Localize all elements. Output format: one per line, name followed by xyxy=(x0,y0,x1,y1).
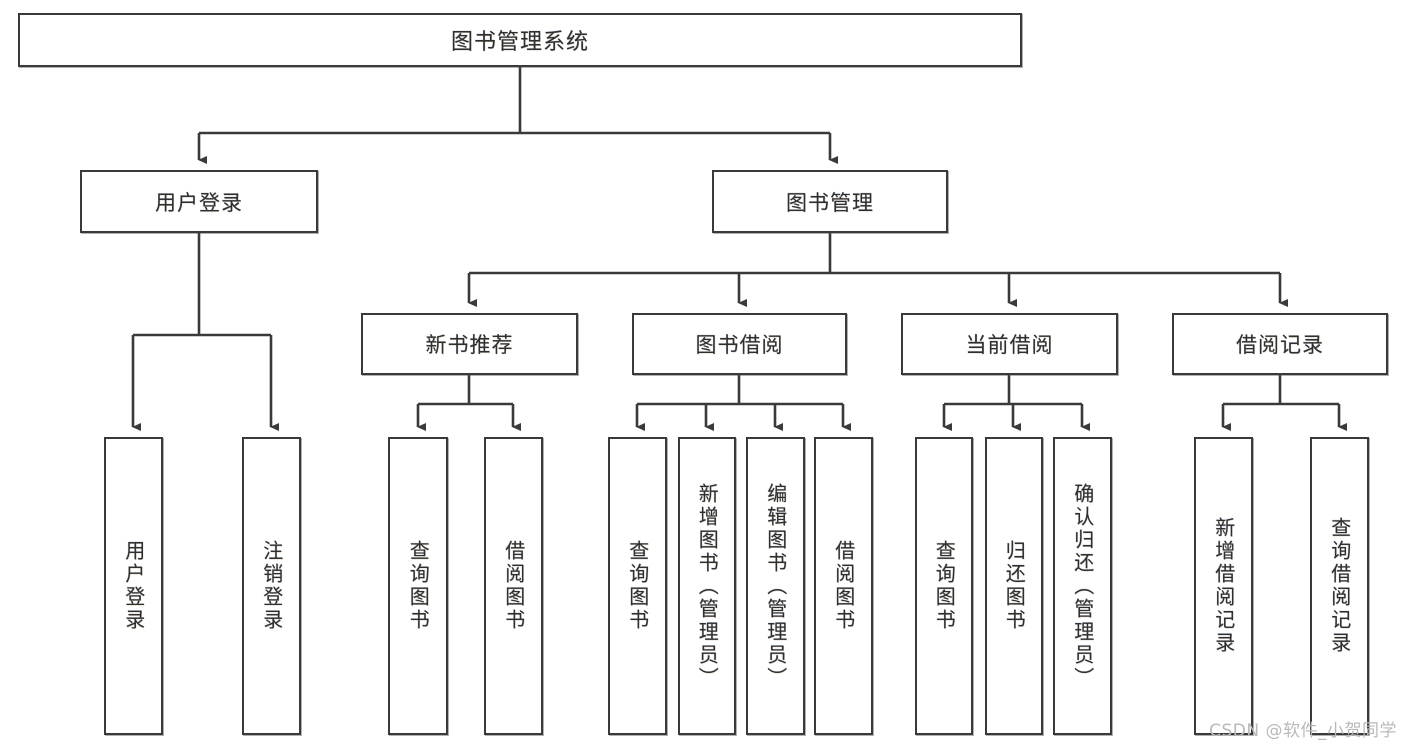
node-label: 查询借阅记录 xyxy=(1327,517,1352,655)
node-label: 借阅记录 xyxy=(1236,333,1324,357)
node-current-borrow[interactable]: 当前借阅 xyxy=(901,313,1118,375)
csdn-watermark: CSDN @软件_小贺同学 xyxy=(1209,721,1397,741)
node-book-management[interactable]: 图书管理 xyxy=(712,170,948,233)
node-label: 查询图书 xyxy=(625,540,650,632)
leaf-confirm-return-admin[interactable]: 确认归还（管理员） xyxy=(1053,437,1112,735)
node-label: 当前借阅 xyxy=(965,333,1054,357)
leaf-user-login[interactable]: 用户登录 xyxy=(104,437,163,735)
node-label: 新增借阅记录 xyxy=(1211,517,1236,655)
leaf-add-borrow-record[interactable]: 新增借阅记录 xyxy=(1194,437,1253,735)
node-label: 用户登录 xyxy=(155,190,243,215)
leaf-query-book-current[interactable]: 查询图书 xyxy=(915,437,973,735)
node-label: 查询图书 xyxy=(406,540,431,632)
leaf-query-book-borrow[interactable]: 查询图书 xyxy=(608,437,667,735)
node-label: 确认归还（管理员） xyxy=(1070,482,1095,690)
node-label: 图书管理系统 xyxy=(450,30,589,55)
leaf-edit-book-admin[interactable]: 编辑图书（管理员） xyxy=(746,437,805,735)
node-borrow-record[interactable]: 借阅记录 xyxy=(1172,313,1388,375)
leaf-add-book-admin[interactable]: 新增图书（管理员） xyxy=(678,437,736,735)
node-label: 归还图书 xyxy=(1002,540,1027,632)
leaf-borrow-book[interactable]: 借阅图书 xyxy=(814,437,873,735)
node-new-book-recommendation[interactable]: 新书推荐 xyxy=(361,313,578,375)
leaf-query-borrow-record[interactable]: 查询借阅记录 xyxy=(1310,437,1369,735)
node-label: 借阅图书 xyxy=(501,540,526,632)
node-label: 查询图书 xyxy=(932,540,957,632)
leaf-return-book[interactable]: 归还图书 xyxy=(985,437,1043,735)
node-book-borrow[interactable]: 图书借阅 xyxy=(632,313,847,375)
node-label: 用户登录 xyxy=(121,540,146,632)
leaf-logout[interactable]: 注销登录 xyxy=(242,437,301,735)
node-label: 注销登录 xyxy=(259,540,284,632)
node-label: 借阅图书 xyxy=(831,540,856,632)
node-user-login[interactable]: 用户登录 xyxy=(80,170,318,233)
node-label: 新书推荐 xyxy=(425,333,514,357)
leaf-borrow-book-newbook[interactable]: 借阅图书 xyxy=(484,437,543,735)
node-root-book-management-system[interactable]: 图书管理系统 xyxy=(18,13,1022,67)
node-label: 新增图书（管理员） xyxy=(695,482,720,690)
node-label: 编辑图书（管理员） xyxy=(763,482,788,690)
node-label: 图书管理 xyxy=(786,190,874,215)
leaf-query-book-newbook[interactable]: 查询图书 xyxy=(388,437,448,735)
node-label: 图书借阅 xyxy=(695,333,784,357)
